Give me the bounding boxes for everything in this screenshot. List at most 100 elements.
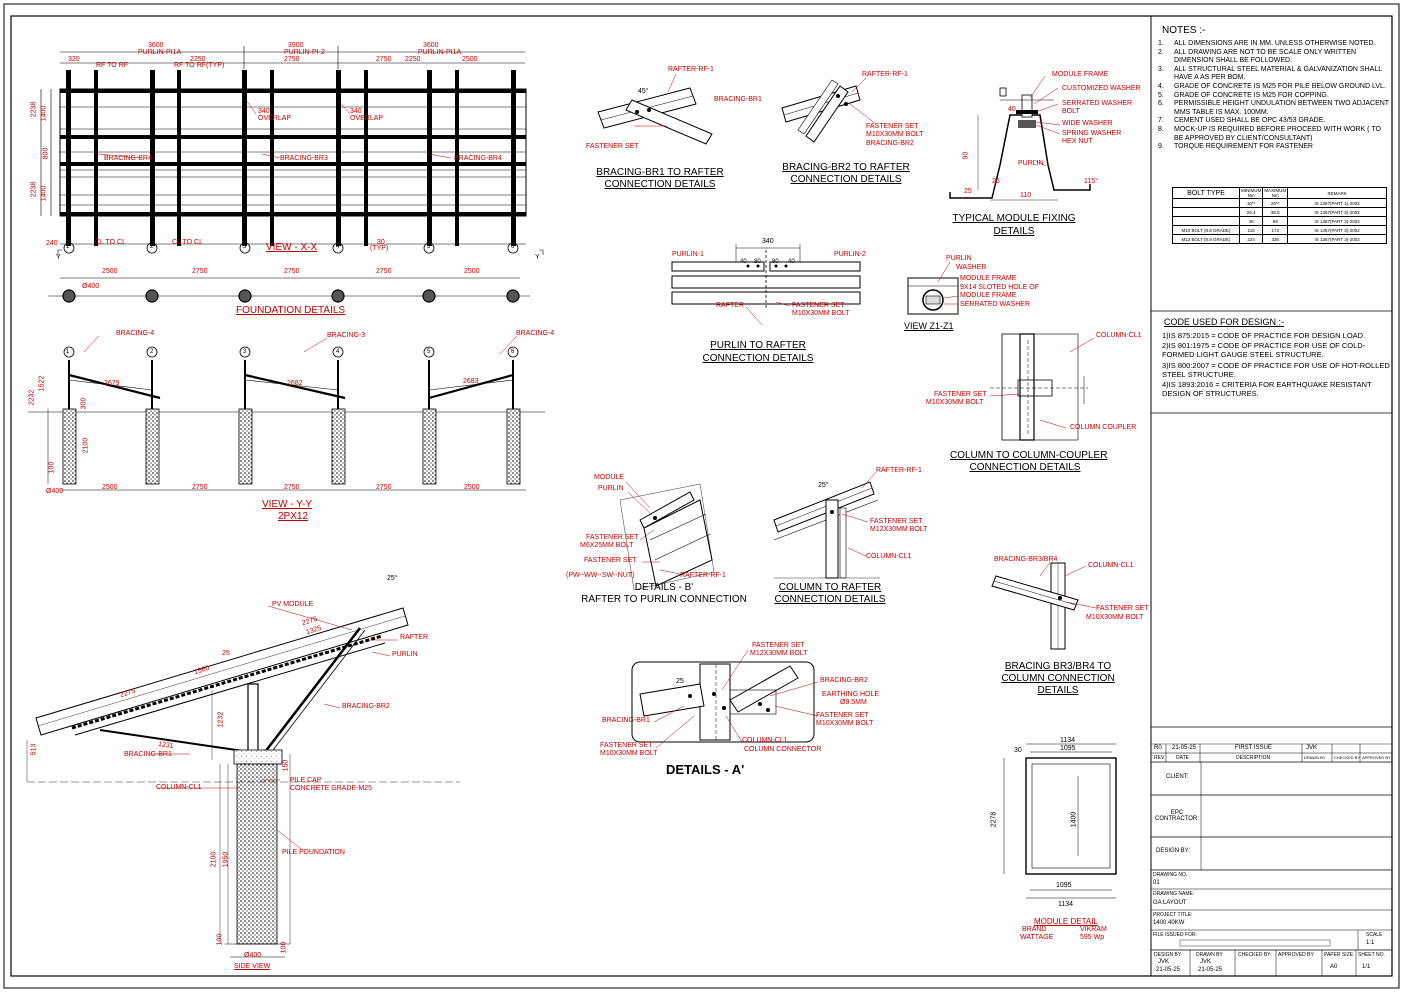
yy-length: 2679 <box>104 380 120 387</box>
xx-top-dim: 3600 <box>148 42 164 49</box>
cc-label: FASTENER SET <box>934 391 987 398</box>
fix-dim: 90 <box>962 151 970 160</box>
db-label: (PW--WW--SW--NUT) <box>566 572 635 579</box>
br2-label: FASTENER SET <box>866 123 919 130</box>
scale-value: 1:1 <box>1366 940 1375 946</box>
z1-label: SERRATED WASHER <box>960 301 1031 308</box>
br34-title: COLUMN CONNECTION <box>1001 673 1115 684</box>
pr-title: CONNECTION DETAILS <box>702 353 814 364</box>
side-view-title: SIDE VIEW <box>234 963 271 970</box>
grid-label: 5 <box>427 244 431 250</box>
side-dim: 513 <box>30 743 38 756</box>
code-item: 1)IS 875:2015 = CODE OF PRACTICE FOR DES… <box>1162 331 1366 340</box>
table-header: MINIMUM Nm <box>1238 187 1264 199</box>
pr-label: FASTENER SET <box>792 302 845 309</box>
bottom-header: APPROVED BY <box>1278 952 1314 958</box>
col-coupler-title: CONNECTION DETAILS <box>969 462 1081 473</box>
br1-label: BRACING-BR1 <box>714 96 762 103</box>
rev-header: DRAWN BY <box>1304 755 1326 760</box>
side-label: COLUMN-CL1 <box>156 784 202 791</box>
detail-b-drawing <box>619 481 715 591</box>
side-label: BRACING-BR2 <box>342 703 390 710</box>
br2-label: RAFTER-RF-1 <box>862 71 908 78</box>
module-fixing-title: TYPICAL MODULE FIXING <box>952 213 1076 224</box>
pr-dim: 340 <box>762 238 774 245</box>
code-item: 2)IS 801:1975 = CODE OF PRACTICE FOR USE… <box>1162 341 1366 360</box>
grid-label: 1 <box>66 349 70 355</box>
module-wattage-value: 595 Wp <box>1080 934 1105 941</box>
pr-dim: 40 <box>740 259 747 265</box>
grid-label: 6 <box>511 349 515 355</box>
br2-title: CONNECTION DETAILS <box>790 174 902 185</box>
view-xx-drawing <box>40 46 544 255</box>
note-item: 9.TORQUE REQUIREMENT FOR FASTENER <box>1158 143 1313 151</box>
md-dim: 1400 <box>1070 811 1078 828</box>
pr-dim: 80 <box>754 259 761 265</box>
note-item: 5.GRADE OF CONCRETE IS M25 FOR COPPING. <box>1158 91 1329 99</box>
view-yy-subtitle: 2PX12 <box>278 511 309 522</box>
grid-label: 3 <box>243 244 247 250</box>
yy-left-dim: 300 <box>80 397 88 410</box>
br2-label: BRACING-BR2 <box>866 140 914 147</box>
module-detail-drawing <box>1003 743 1117 899</box>
pr-title: PURLIN TO RAFTER <box>710 340 806 351</box>
module-brand-value: VIKRAM <box>1080 926 1107 933</box>
side-label: RAFTER <box>400 634 428 641</box>
md-dim: 1134 <box>1060 737 1076 744</box>
xx-bottom-label: 240 <box>46 240 58 247</box>
xx-top-label: PURLIN-PI1A <box>418 49 462 56</box>
cr-angle: 25° <box>818 482 829 489</box>
da-label: Ø9.5MM <box>840 699 867 706</box>
bolt-torque-table: BOLT TYPE MINIMUM Nm MAXIMUM Nm REMARK 1… <box>1172 187 1387 244</box>
note-item: 7.CEMENT USED SHALL BE OPC 43/53 GRADE. <box>1158 117 1326 125</box>
xx-bottom-label: CL TO CL <box>95 239 126 246</box>
notes-heading: NOTES :- <box>1162 25 1206 36</box>
yy-dim: 2750 <box>376 484 392 491</box>
side-dim: 2100 <box>210 851 218 868</box>
da-label: EARTHING HOLE <box>822 691 880 698</box>
cc-label: M10X30MM BOLT <box>926 399 984 406</box>
detail-b-title: RAFTER TO PURLIN CONNECTION <box>581 594 747 605</box>
br2-title: BRACING-BR2 TO RAFTER <box>782 162 910 173</box>
xx-overlap-dim: 340 <box>350 108 362 115</box>
bottom-header: SHEET NO. <box>1358 952 1385 958</box>
br1-label: FASTENER SET <box>586 143 639 150</box>
db-label: FASTENER SET <box>584 557 637 564</box>
br1-angle: 45° <box>638 88 649 95</box>
xx-sub-dim: 2250 <box>405 56 421 63</box>
grid-label: 5 <box>427 349 431 355</box>
grid-label: 3 <box>243 349 247 355</box>
bottom-header: CHECKED BY <box>1238 952 1271 958</box>
module-fixing-title: DETAILS <box>993 226 1035 237</box>
side-view-drawing <box>26 605 460 958</box>
db-label: FASTENER SET <box>586 534 639 541</box>
fix-label: BOLT <box>1062 108 1080 115</box>
foundation-title: FOUNDATION DETAILS <box>236 305 346 316</box>
code-heading: CODE USED FOR DESIGN :- <box>1164 317 1285 327</box>
side-dim: Ø400 <box>244 952 262 959</box>
rev-header: DESCRIPTION <box>1236 755 1271 761</box>
foundation-drawing <box>48 277 530 303</box>
table-header: MAXIMUM Nm <box>1262 187 1289 199</box>
project-label: PROJECT TITLE: <box>1153 912 1193 918</box>
z1-label: MODULE FRAME <box>960 275 1017 282</box>
grid-label: 1 <box>66 244 70 250</box>
yy-left-dim: 2100 <box>82 437 90 454</box>
side-dim: 1232 <box>217 711 225 728</box>
detail-a-drawing <box>631 649 819 749</box>
md-dim: 1095 <box>1060 745 1076 752</box>
fix-dim: 40 <box>1008 106 1016 113</box>
yy-dim: 2500 <box>102 484 118 491</box>
bottom-header: PAPER SIZE <box>1324 952 1354 958</box>
yy-length: 2682 <box>287 380 303 387</box>
code-item: 3)IS 800:2007 = CODE OF PRACTICE FOR USE… <box>1162 360 1390 379</box>
pr-dim: 80 <box>772 259 779 265</box>
view-yy-title: VIEW - Y-Y <box>262 499 313 510</box>
note-item: 8.MOCK-UP IS REQUIRED BEFORE PROCEED WIT… <box>1158 125 1381 142</box>
br1-title: BRACING-BR1 TO RAFTER <box>596 167 724 178</box>
cr-label: M12X30MM BOLT <box>870 526 928 533</box>
yy-dia: Ø400 <box>46 488 64 495</box>
br1-connection-drawing <box>597 73 713 145</box>
